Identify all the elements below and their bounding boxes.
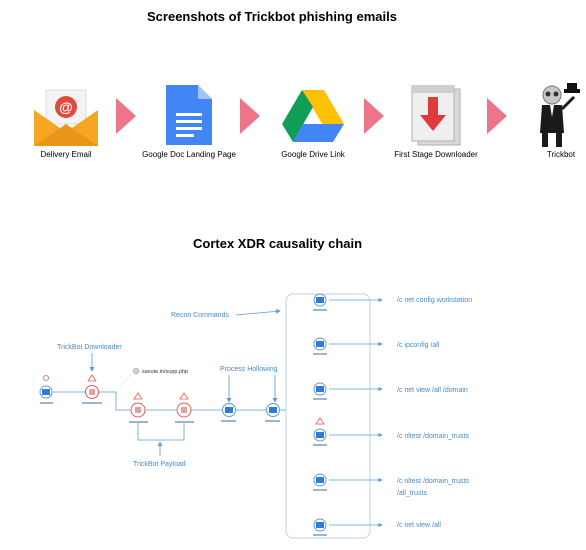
node-trickbot-downloader[interactable] (82, 374, 102, 404)
flow-arrow-1 (116, 98, 136, 134)
recon-commands-group (285, 293, 371, 539)
trickbot-downloader-label: TrickBot Downloader (57, 344, 122, 351)
flow-arrow-3 (364, 98, 384, 134)
command-label: /c nltest /domain_trusts (397, 478, 469, 485)
process-hollowing-label: Process Hollowing (220, 366, 278, 373)
step-label-downloader: First Stage Downloader (394, 150, 478, 159)
command-label: /c net config workstation (397, 297, 472, 304)
svg-text:@: @ (59, 99, 73, 115)
trickbot-payload-label: TrickBot Payload (133, 461, 186, 468)
node-payload-1[interactable] (129, 392, 148, 423)
cmd-node-2[interactable] (313, 337, 383, 355)
node-outlook[interactable] (39, 375, 53, 405)
envelope-icon: @ (34, 88, 98, 151)
command-label: /c nltest /domain_trusts (397, 433, 469, 440)
cmd-node-6[interactable] (313, 518, 383, 536)
flow-arrow-2 (240, 98, 260, 134)
command-label: /c net view /all (397, 522, 441, 529)
phishing-screenshots-title: Screenshots of Trickbot phishing emails (147, 9, 397, 24)
step-label-trickbot: Trickbot (546, 150, 576, 159)
causality-chain-title: Cortex XDR causality chain (193, 236, 363, 251)
url-label: savute.in/supp.php (142, 369, 188, 375)
cmd-node-5[interactable] (313, 473, 383, 491)
edge-downloader-to-payload (99, 391, 130, 411)
recon-commands-label: Recon Commands (171, 312, 229, 319)
google-doc-icon (166, 85, 212, 150)
node-hollowed-process-2[interactable] (265, 403, 280, 423)
google-drive-icon (282, 90, 344, 147)
step-label-delivery-email: Delivery Email (40, 150, 92, 159)
flow-arrow-4 (487, 98, 507, 134)
recon-arrow (235, 308, 281, 316)
command-label-continued: /all_trusts (397, 490, 427, 497)
node-payload-2[interactable] (175, 392, 194, 423)
step-label-google-drive: Google Drive Link (281, 150, 345, 159)
command-label: /c ipconfig /all (397, 342, 440, 349)
node-hollowed-process-1[interactable] (221, 403, 236, 423)
cmd-node-3[interactable] (313, 382, 383, 400)
command-label: /c net view /all /domain (397, 387, 468, 394)
cmd-node-1[interactable] (313, 293, 383, 311)
trickbot-mascot-icon (534, 83, 586, 154)
url-globe-icon (132, 367, 140, 375)
downloader-icon (410, 84, 462, 152)
payload-bracket (137, 423, 185, 441)
cmd-node-4[interactable] (313, 417, 383, 446)
step-label-google-doc: Google Doc Landing Page (142, 150, 236, 159)
url-link-line (119, 372, 134, 387)
